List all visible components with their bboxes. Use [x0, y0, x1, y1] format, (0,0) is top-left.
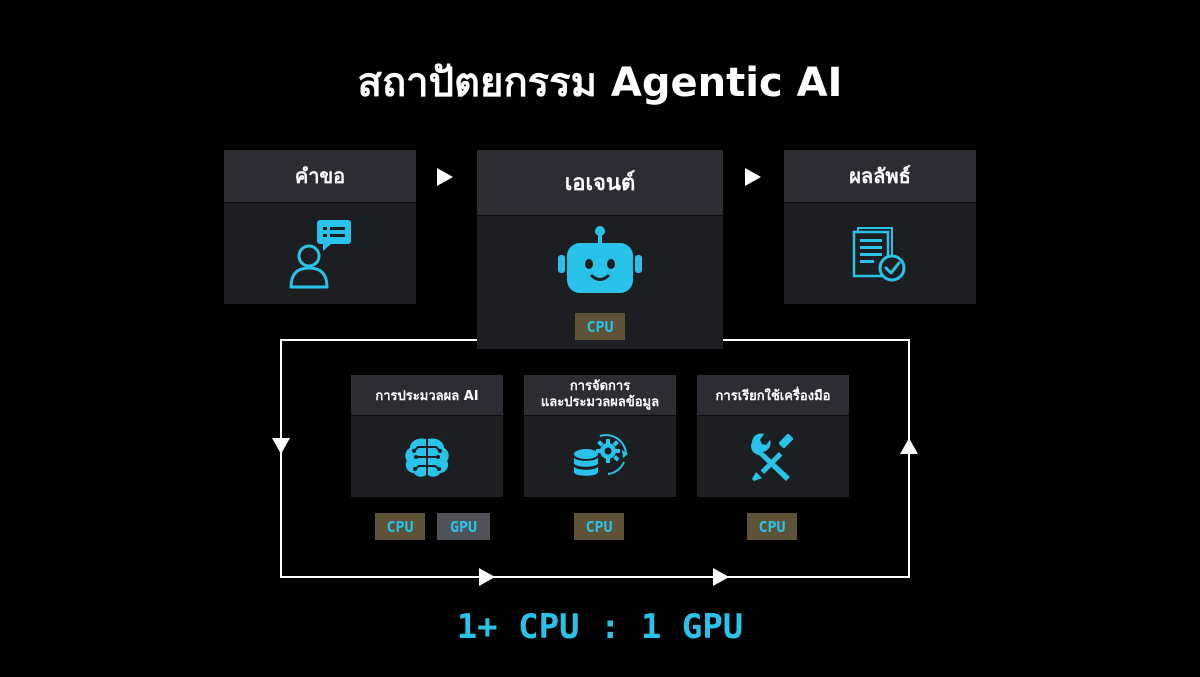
arrow-loop-up [900, 438, 918, 454]
brain-icon [405, 437, 449, 477]
request-card-header: คำขอ [224, 150, 416, 203]
cpu-gpu-ratio: 1+ CPU : 1 GPU [456, 607, 744, 647]
agent-label: เอเจนต์ [564, 171, 636, 196]
result-label: ผลลัพธ์ [849, 164, 911, 188]
robot-icon [558, 226, 642, 293]
tool-calling-card: การเรียกใช้เครื่องมือ [697, 375, 849, 497]
arrow-request-to-agent [437, 168, 453, 186]
ai-processing-header: การประมวลผล AI [351, 375, 503, 416]
request-card: คำขอ [224, 150, 416, 304]
arrow-agent-to-result [745, 168, 761, 186]
tools-icon [751, 432, 793, 481]
tool-calling-header: การเรียกใช้เครื่องมือ [697, 375, 849, 416]
ai-processing-cpu-badge: CPU [375, 513, 425, 540]
data-management-header: การจัดการ และประมวลผลข้อมูล [524, 375, 676, 416]
result-card: ผลลัพธ์ [784, 150, 976, 304]
document-check-icon [852, 226, 906, 281]
data-management-label-line1: การจัดการ [569, 379, 631, 394]
data-management-label-line2: และประมวลผลข้อมูล [540, 395, 660, 410]
tool-calling-cpu-badge: CPU [747, 513, 797, 540]
agent-card: เอเจนต์ CPU [477, 150, 723, 349]
tool-calling-label: การเรียกใช้เครื่องมือ [715, 388, 831, 404]
database-gear-icon [574, 433, 628, 476]
agent-cpu-badge: CPU [575, 313, 625, 340]
ai-processing-card: การประมวลผล AI [351, 375, 503, 497]
data-management-card: การจัดการ และประมวลผลข้อมูล [524, 375, 676, 497]
agent-card-header: เอเจนต์ [477, 150, 723, 216]
result-card-header: ผลลัพธ์ [784, 150, 976, 203]
page-title: สถาปัตยกรรม Agentic AI [357, 60, 843, 106]
arrow-loop-down [272, 438, 290, 454]
ai-processing-label: การประมวลผล AI [375, 388, 479, 404]
arrow-loop-right-1 [479, 568, 495, 586]
request-label: คำขอ [294, 164, 346, 188]
ai-processing-gpu-badge: GPU [437, 513, 490, 540]
data-management-cpu-badge: CPU [574, 513, 624, 540]
user-chat-icon [289, 219, 351, 288]
arrow-loop-right-2 [713, 568, 729, 586]
